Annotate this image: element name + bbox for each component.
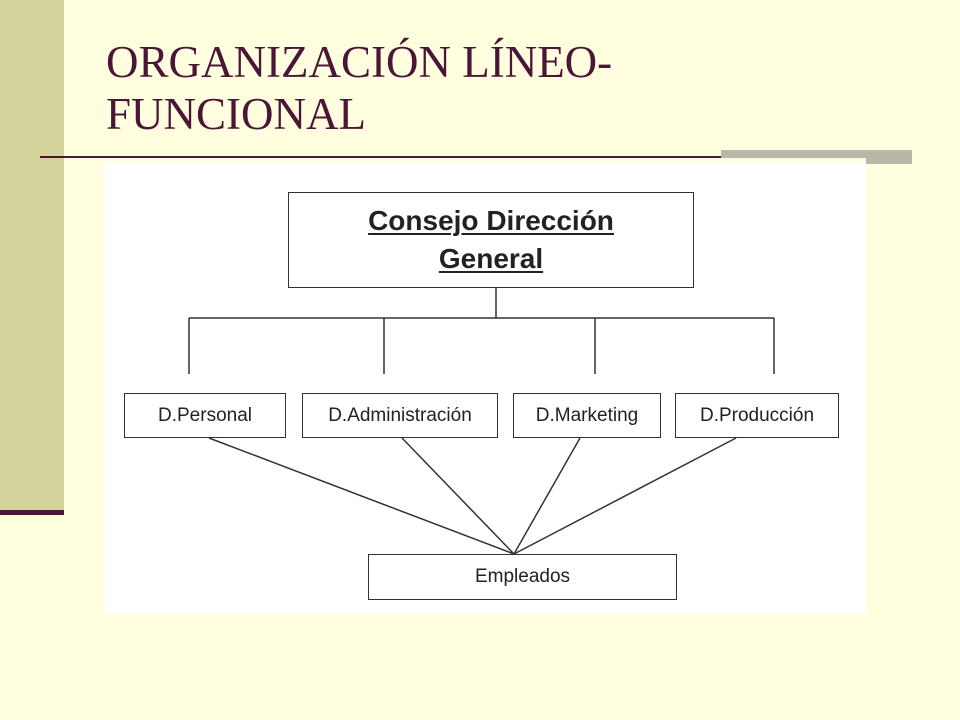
top-box-consejo-direccion: Consejo Dirección General — [288, 192, 694, 288]
decorative-side-bar — [0, 0, 64, 512]
dept-box-marketing: D.Marketing — [513, 393, 661, 438]
dept-label-produccion: D.Producción — [699, 404, 815, 426]
dept-box-produccion: D.Producción — [675, 393, 839, 438]
dept-label-marketing: D.Marketing — [535, 404, 639, 426]
connector-fan-produccion — [513, 437, 737, 555]
slide-title-line-2: FUNCIONAL — [106, 89, 367, 139]
slide-title: ORGANIZACIÓN LÍNEO- FUNCIONAL — [106, 36, 726, 140]
bottom-box-empleados: Empleados — [368, 554, 677, 600]
dept-box-personal: D.Personal — [124, 393, 286, 438]
dept-label-personal: D.Personal — [158, 404, 252, 426]
decorative-side-bar-line — [0, 510, 64, 515]
bottom-label-empleados: Empleados — [474, 566, 571, 587]
connector-fan-administracion — [401, 437, 515, 555]
title-rule-accent — [721, 150, 912, 158]
dept-label-administracion: D.Administración — [328, 404, 472, 426]
connector-fan-marketing — [513, 437, 581, 555]
slide-title-line-1: ORGANIZACIÓN LÍNEO- — [106, 37, 613, 87]
top-box-line-1: Consejo Dirección — [368, 205, 614, 236]
top-box-line-2: General — [438, 243, 544, 274]
dept-box-administracion: D.Administración — [302, 393, 498, 438]
connector-fan-personal — [208, 437, 515, 555]
title-underline-rule — [40, 156, 912, 158]
title-rule-accent-step — [866, 158, 912, 164]
org-chart-connectors — [188, 286, 775, 555]
org-chart-panel: Consejo Dirección General D.Personal D.A… — [104, 162, 866, 614]
